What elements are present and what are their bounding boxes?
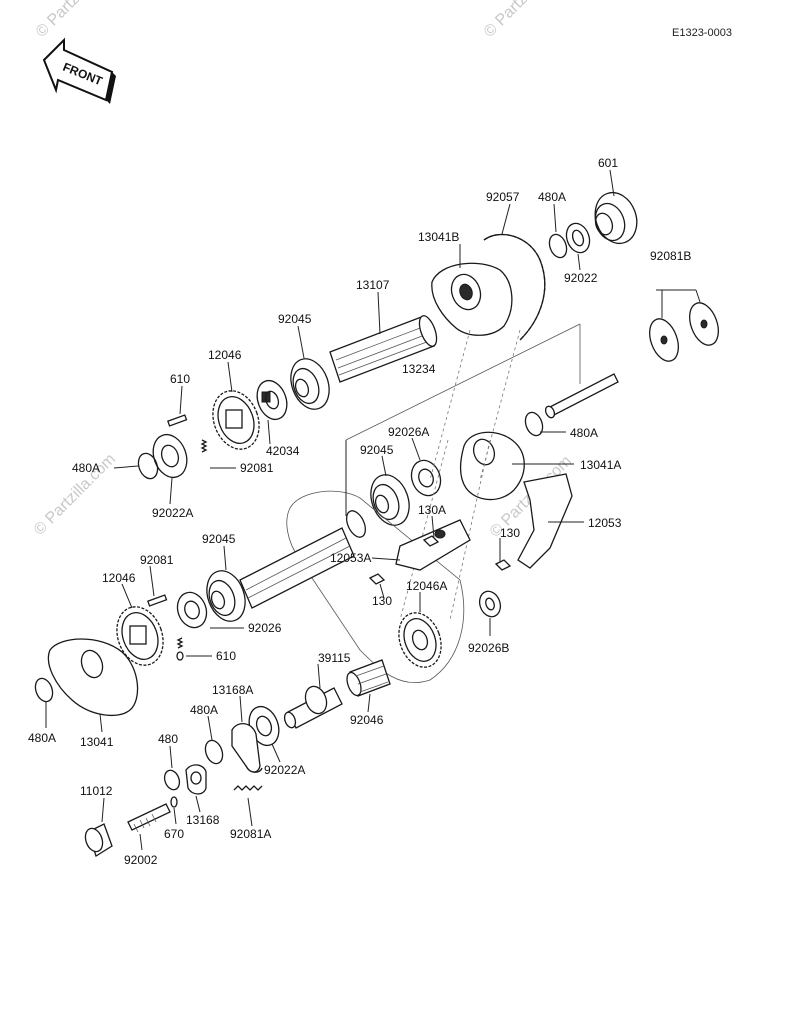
- sprocket-13041b-icon: [431, 262, 513, 336]
- label-130: 130: [500, 526, 520, 540]
- bearing-92046-icon: [346, 659, 391, 697]
- bearing-601-icon: [594, 191, 638, 245]
- lever-12053-icon: [517, 473, 573, 569]
- chain-92057-icon: [483, 233, 546, 341]
- cam-13041a-icon: [459, 431, 525, 501]
- label-601: 601: [598, 156, 618, 170]
- label-130: 130: [372, 594, 392, 608]
- label-92022: 92022: [564, 271, 598, 285]
- label-13234: 13234: [402, 362, 436, 376]
- label-92022a: 92022A: [264, 763, 305, 777]
- bolt-130-low-icon: [368, 573, 386, 585]
- sprocket-12046-low-icon: [116, 606, 164, 666]
- circlip-480a-right-icon: [524, 411, 544, 437]
- label-12053a: 12053A: [330, 551, 371, 565]
- label-480a: 480A: [538, 190, 566, 204]
- circlip-480a-low-icon: [204, 739, 224, 765]
- label-480a: 480A: [28, 731, 56, 745]
- lever-13168-icon: [185, 764, 207, 795]
- pin-610-low-icon: [176, 637, 184, 661]
- label-92026a: 92026A: [388, 425, 429, 439]
- washer-92022-icon: [565, 222, 591, 254]
- lever-13168a-icon: [231, 723, 263, 773]
- label-92081: 92081: [140, 553, 174, 567]
- label-13041: 13041: [80, 735, 114, 749]
- label-12053: 12053: [588, 516, 622, 530]
- bearing-92045-mid-icon: [370, 474, 410, 526]
- bearing-92045-low-icon: [206, 570, 246, 622]
- label-92022a: 92022A: [152, 506, 193, 520]
- watermark: © Partzilla.com: [481, 0, 569, 41]
- bolt-92002-icon: [127, 803, 171, 833]
- label-92081a: 92081A: [230, 827, 271, 841]
- hub-42034-icon: [256, 379, 288, 421]
- label-13107: 13107: [356, 278, 390, 292]
- bearing-92045-top-icon: [290, 358, 330, 410]
- label-480a: 480A: [190, 703, 218, 717]
- bolt-130-right-icon: [494, 559, 512, 571]
- label-610: 610: [170, 372, 190, 386]
- label-92026: 92026: [248, 621, 282, 635]
- label-39115: 39115: [318, 651, 351, 665]
- label-480: 480: [158, 732, 178, 746]
- shaft-39115-icon: [283, 685, 343, 729]
- circlip-480a-icon: [548, 233, 568, 259]
- label-92045: 92045: [278, 312, 312, 326]
- circlip-480a-left-icon: [137, 452, 159, 480]
- label-13168a: 13168A: [212, 683, 253, 697]
- circlip-480a-bl-icon: [34, 677, 54, 703]
- front-arrow-icon: FRONT: [42, 37, 116, 104]
- spring-92081a-icon: [233, 785, 263, 791]
- label-13168: 13168: [186, 813, 220, 827]
- washer-92022a-left-icon: [152, 433, 188, 479]
- label-12046a: 12046A: [406, 579, 447, 593]
- label-670: 670: [164, 827, 184, 841]
- label-92081b: 92081B: [650, 249, 691, 263]
- label-13041b: 13041B: [418, 230, 459, 244]
- label-13041a: 13041A: [580, 458, 621, 472]
- label-92081: 92081: [240, 461, 274, 475]
- circlip-480-icon: [163, 769, 181, 791]
- label-11012: 11012: [80, 784, 113, 798]
- label-610: 610: [216, 649, 236, 663]
- diagram-code: E1323-0003: [672, 27, 732, 39]
- label-92045: 92045: [202, 532, 236, 546]
- label-12046: 12046: [208, 348, 242, 362]
- label-130a: 130A: [418, 503, 446, 517]
- main-shaft-icon: [239, 510, 367, 609]
- watermark: © Partzilla.com: [33, 0, 121, 41]
- label-92057: 92057: [486, 190, 520, 204]
- cap-11012-icon: [84, 823, 113, 857]
- label-480a: 480A: [72, 461, 100, 475]
- washer-92026b-icon: [478, 590, 502, 618]
- washer-92026-icon: [176, 591, 208, 629]
- washer-92026a-icon: [410, 459, 442, 497]
- sprocket-12046-top-icon: [212, 390, 260, 450]
- label-12046: 12046: [102, 571, 136, 585]
- part-labels: 601 92057 480A 13041B 92022 92081B 13107…: [28, 156, 691, 867]
- label-92002: 92002: [124, 853, 158, 867]
- washer-92081b-icon: [649, 302, 719, 362]
- sprocket-12046a-icon: [398, 612, 442, 668]
- pin-610-top-icon: [167, 414, 188, 427]
- label-42034: 42034: [266, 444, 300, 458]
- ball-670-icon: [170, 796, 178, 808]
- label-92046: 92046: [350, 713, 384, 727]
- shaft-13107-icon: [329, 315, 438, 383]
- label-92026b: 92026B: [468, 641, 509, 655]
- pin-13234-icon: [544, 373, 619, 419]
- label-480a: 480A: [570, 426, 598, 440]
- leader-lines: [45, 169, 701, 851]
- spring-92081-low-icon: [147, 594, 168, 607]
- housing-13041-icon: [47, 638, 139, 717]
- bolt-130a-icon: [422, 535, 440, 547]
- label-92045: 92045: [360, 443, 394, 457]
- spring-92081-mid-icon: [200, 439, 208, 453]
